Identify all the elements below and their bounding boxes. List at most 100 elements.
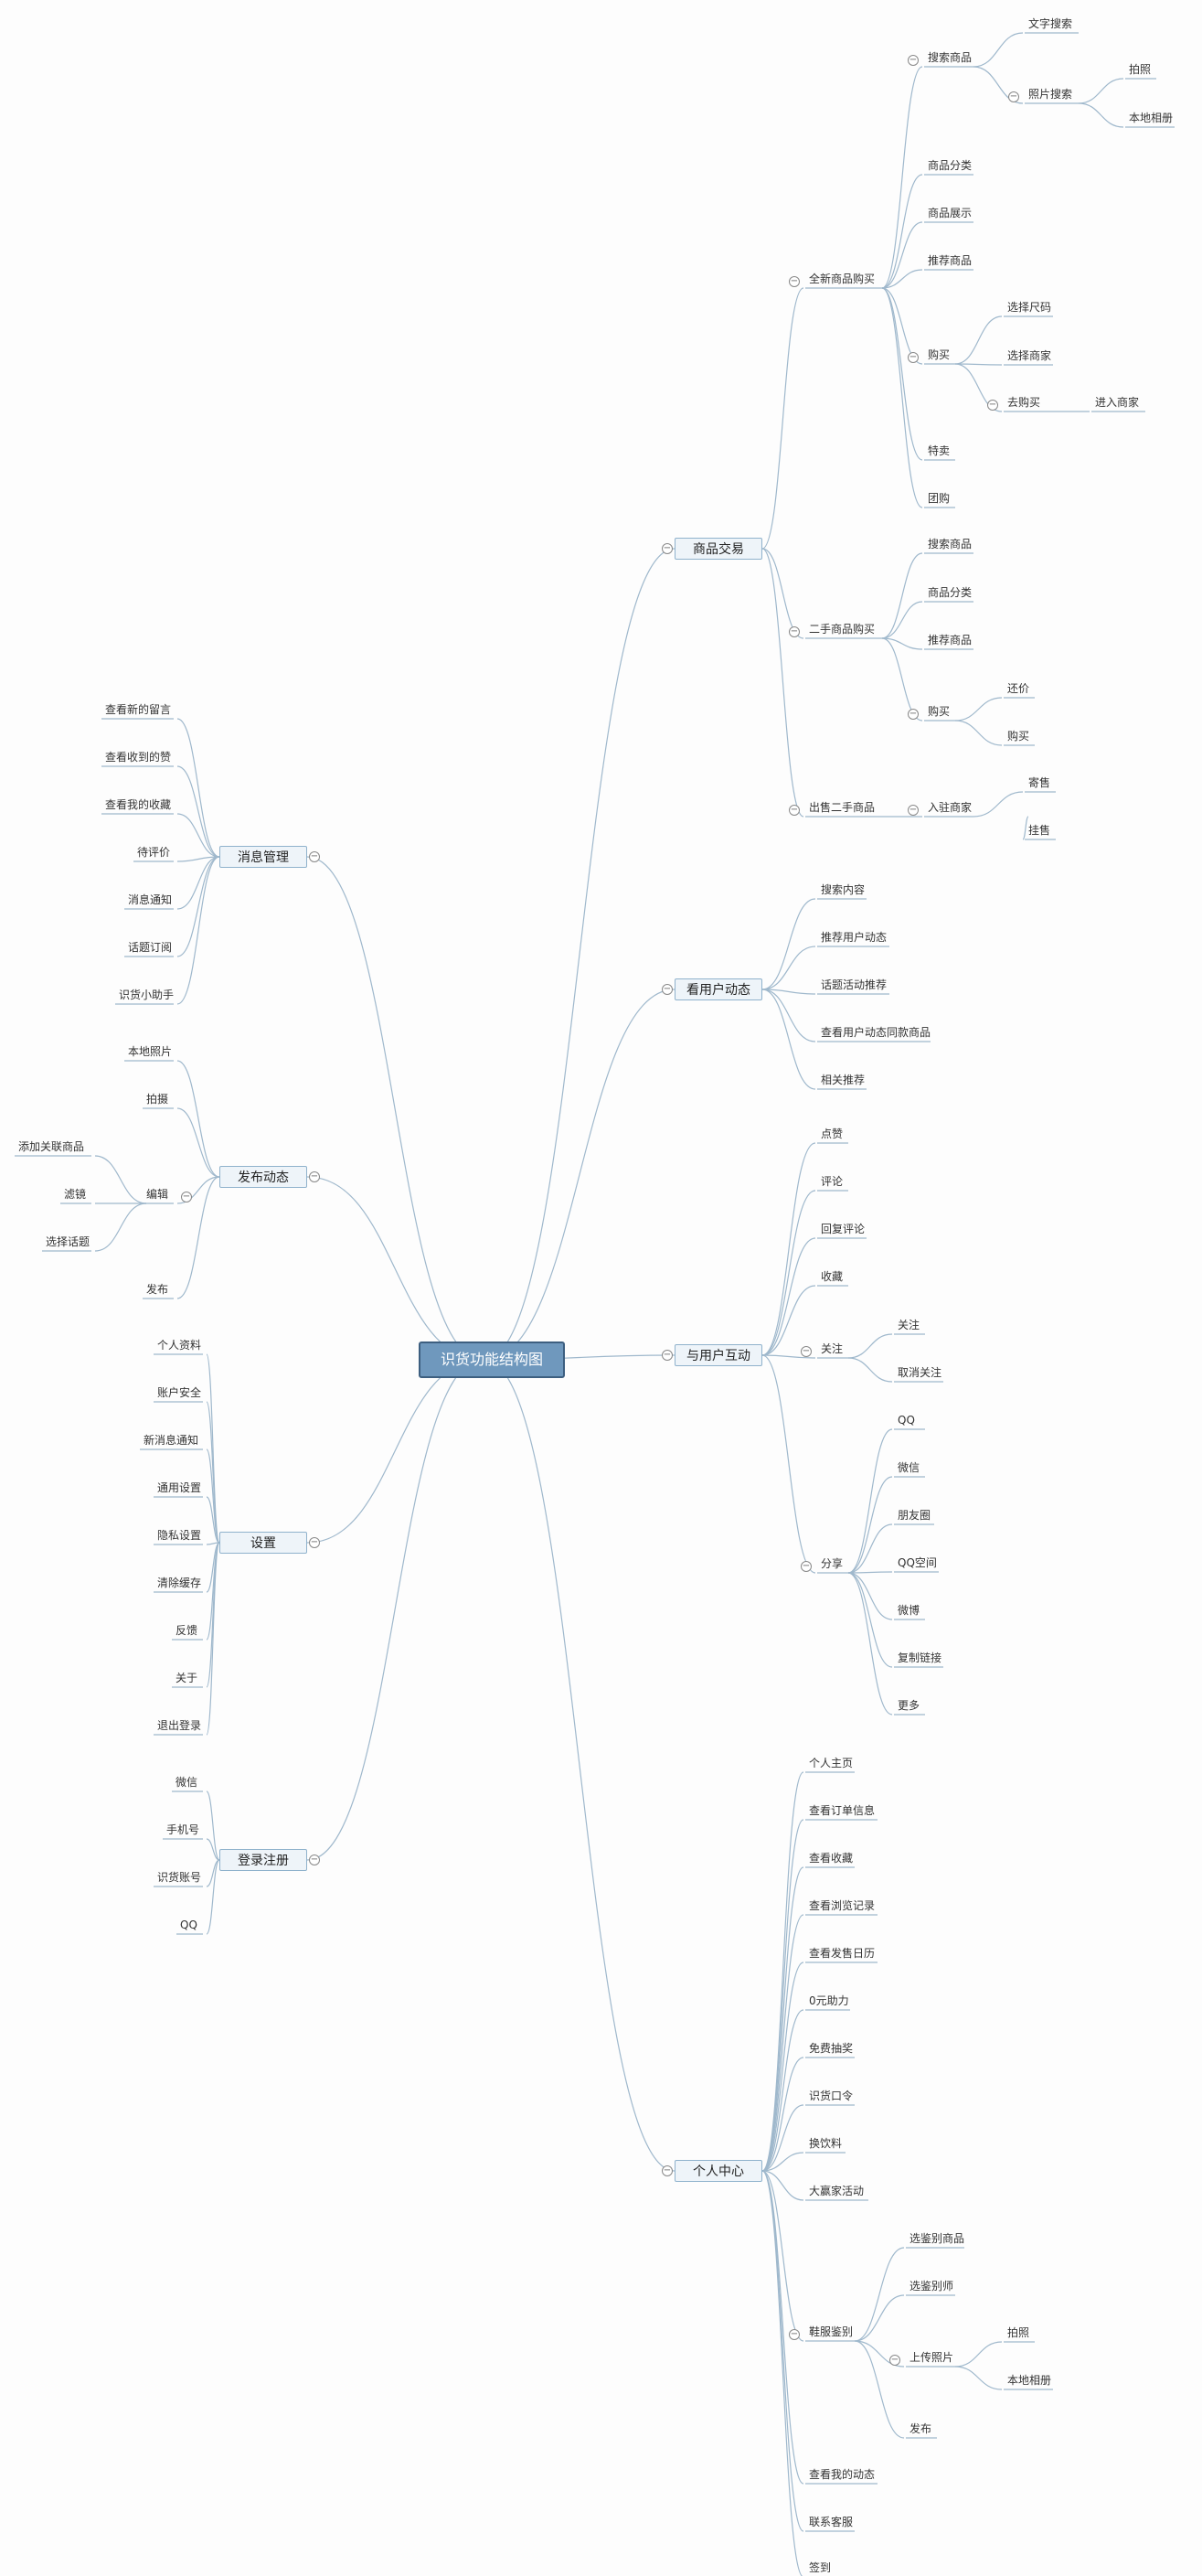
- node-add-goods[interactable]: 添加关联商品: [18, 1140, 85, 1153]
- node-join-seller-toggle-icon[interactable]: −: [908, 805, 919, 816]
- branch-shop[interactable]: 商品交易: [675, 538, 762, 560]
- node-group[interactable]: 团购: [928, 492, 951, 505]
- settings-item-2[interactable]: 新消息通知: [144, 1434, 199, 1447]
- share-item-0[interactable]: QQ: [898, 1414, 915, 1427]
- node-display[interactable]: 商品展示: [928, 207, 973, 219]
- node-used-purchase[interactable]: 购买: [928, 705, 951, 718]
- node-local[interactable]: 本地照片: [128, 1045, 173, 1058]
- node-sell-used-toggle-icon[interactable]: −: [789, 805, 800, 816]
- node-used-category[interactable]: 商品分类: [928, 586, 973, 599]
- node-like[interactable]: 点赞: [821, 1128, 844, 1140]
- node-service[interactable]: 联系客服: [809, 2516, 854, 2528]
- node-my-dynamic[interactable]: 查看我的动态: [809, 2468, 876, 2481]
- node-id-spec[interactable]: 选鉴别师: [909, 2280, 954, 2293]
- share-item-4[interactable]: 微博: [898, 1604, 920, 1617]
- message-item-2[interactable]: 查看我的收藏: [105, 798, 172, 811]
- node-special[interactable]: 特卖: [928, 444, 951, 457]
- node-photo-take[interactable]: 拍照: [1129, 63, 1152, 76]
- node-identify[interactable]: 鞋服鉴别: [809, 2325, 854, 2338]
- node-upload[interactable]: 上传照片: [909, 2351, 954, 2364]
- node-buy-toggle-icon[interactable]: −: [908, 352, 919, 363]
- settings-item-8[interactable]: 退出登录: [157, 1719, 202, 1732]
- settings-item-0[interactable]: 个人资料: [157, 1339, 202, 1352]
- branch-settings-toggle-icon[interactable]: −: [309, 1537, 320, 1548]
- node-sell-used[interactable]: 出售二手商品: [809, 801, 876, 814]
- branch-publish[interactable]: 发布动态: [219, 1166, 307, 1188]
- personal-item-6[interactable]: 免费抽奖: [809, 2042, 854, 2055]
- node-id-publish[interactable]: 发布: [909, 2422, 932, 2435]
- node-used-buy-toggle-icon[interactable]: −: [789, 626, 800, 637]
- login-item-0[interactable]: 微信: [176, 1776, 198, 1789]
- view-item-2[interactable]: 话题活动推荐: [821, 978, 888, 991]
- login-item-3[interactable]: QQ: [180, 1919, 197, 1931]
- node-topic[interactable]: 选择话题: [46, 1235, 90, 1248]
- login-item-2[interactable]: 识货账号: [157, 1871, 202, 1884]
- node-new-buy[interactable]: 全新商品购买: [809, 273, 876, 285]
- settings-item-3[interactable]: 通用设置: [157, 1481, 202, 1494]
- view-item-3[interactable]: 查看用户动态同款商品: [821, 1026, 931, 1039]
- node-share-toggle-icon[interactable]: −: [801, 1561, 812, 1572]
- share-item-1[interactable]: 微信: [898, 1461, 920, 1474]
- view-item-0[interactable]: 搜索内容: [821, 883, 866, 896]
- node-join-seller[interactable]: 入驻商家: [928, 801, 973, 814]
- branch-personal[interactable]: 个人中心: [675, 2160, 762, 2182]
- node-new-buy-toggle-icon[interactable]: −: [789, 276, 800, 287]
- node-new-search[interactable]: 搜索商品: [928, 51, 973, 64]
- share-item-6[interactable]: 更多: [898, 1699, 920, 1712]
- share-item-3[interactable]: QQ空间: [898, 1556, 937, 1569]
- settings-item-7[interactable]: 关于: [176, 1672, 198, 1684]
- node-id-goods[interactable]: 选鉴别商品: [909, 2232, 965, 2245]
- share-item-5[interactable]: 复制链接: [898, 1651, 942, 1664]
- node-partial[interactable]: 签到: [809, 2561, 832, 2574]
- node-enter-seller[interactable]: 进入商家: [1095, 396, 1140, 409]
- branch-view-toggle-icon[interactable]: −: [662, 984, 673, 995]
- personal-item-4[interactable]: 查看发售日历: [809, 1947, 876, 1960]
- node-category[interactable]: 商品分类: [928, 159, 973, 172]
- node-choose-seller[interactable]: 选择商家: [1007, 349, 1052, 362]
- message-item-3[interactable]: 待评价: [137, 846, 171, 859]
- settings-item-4[interactable]: 隐私设置: [157, 1529, 202, 1542]
- node-go-buy-toggle-icon[interactable]: −: [987, 400, 998, 411]
- message-item-5[interactable]: 话题订阅: [128, 941, 173, 954]
- personal-item-7[interactable]: 识货口令: [809, 2090, 854, 2102]
- node-used-search[interactable]: 搜索商品: [928, 538, 973, 550]
- branch-personal-toggle-icon[interactable]: −: [662, 2165, 673, 2176]
- node-new-search-toggle-icon[interactable]: −: [908, 55, 919, 66]
- node-bargain[interactable]: 还价: [1007, 682, 1030, 695]
- node-go-buy[interactable]: 去购买: [1007, 396, 1041, 409]
- personal-item-0[interactable]: 个人主页: [809, 1757, 854, 1769]
- login-item-1[interactable]: 手机号: [166, 1823, 200, 1836]
- settings-item-5[interactable]: 清除缓存: [157, 1577, 202, 1589]
- branch-interact[interactable]: 与用户互动: [675, 1344, 762, 1366]
- branch-publish-toggle-icon[interactable]: −: [309, 1171, 320, 1182]
- node-filter[interactable]: 滤镜: [64, 1188, 87, 1201]
- personal-item-9[interactable]: 大赢家活动: [809, 2185, 865, 2197]
- message-item-6[interactable]: 识货小助手: [119, 989, 175, 1001]
- node-used-buy[interactable]: 二手商品购买: [809, 623, 876, 636]
- message-item-0[interactable]: 查看新的留言: [105, 703, 172, 716]
- branch-shop-toggle-icon[interactable]: −: [662, 543, 673, 554]
- node-unfollow[interactable]: 取消关注: [898, 1366, 942, 1379]
- branch-view[interactable]: 看用户动态: [675, 978, 762, 1000]
- node-upload-toggle-icon[interactable]: −: [889, 2355, 900, 2366]
- node-used-purchase-toggle-icon[interactable]: −: [908, 709, 919, 720]
- branch-login[interactable]: 登录注册: [219, 1849, 307, 1871]
- node-photo-search[interactable]: 照片搜索: [1028, 88, 1073, 101]
- node-up-take[interactable]: 拍照: [1007, 2326, 1030, 2339]
- node-comment[interactable]: 评论: [821, 1175, 844, 1188]
- node-follow-do[interactable]: 关注: [898, 1319, 920, 1331]
- personal-item-1[interactable]: 查看订单信息: [809, 1804, 876, 1817]
- view-item-4[interactable]: 相关推荐: [821, 1074, 866, 1086]
- branch-interact-toggle-icon[interactable]: −: [662, 1350, 673, 1361]
- branch-message[interactable]: 消息管理: [219, 846, 307, 868]
- branch-login-toggle-icon[interactable]: −: [309, 1855, 320, 1865]
- settings-item-6[interactable]: 反馈: [176, 1624, 198, 1637]
- node-photo-search-toggle-icon[interactable]: −: [1008, 91, 1019, 102]
- node-text-search[interactable]: 文字搜索: [1028, 17, 1073, 30]
- node-fav[interactable]: 收藏: [821, 1270, 844, 1283]
- personal-item-8[interactable]: 换饮料: [809, 2137, 843, 2150]
- message-item-1[interactable]: 查看收到的赞: [105, 751, 172, 764]
- node-choose-size[interactable]: 选择尺码: [1007, 301, 1052, 314]
- personal-item-5[interactable]: 0元助力: [809, 1994, 849, 2007]
- node-follow[interactable]: 关注: [821, 1342, 844, 1355]
